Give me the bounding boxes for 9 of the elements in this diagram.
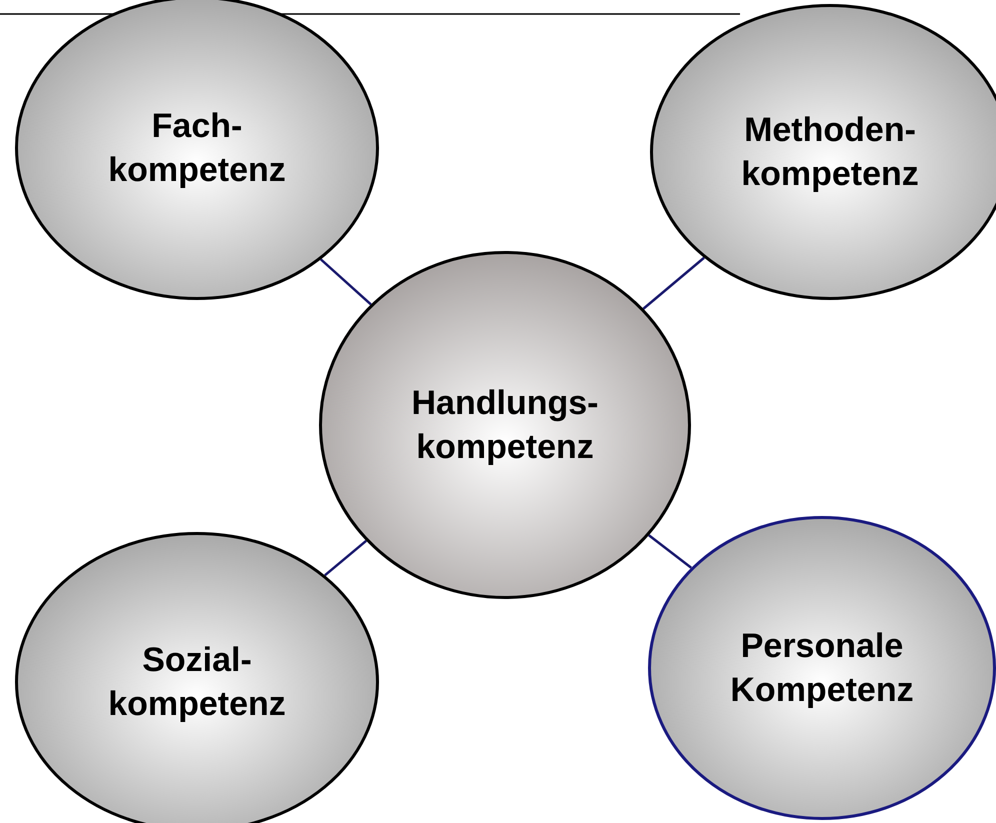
ellipse-label: Handlungs- kompetenz bbox=[410, 383, 600, 468]
ellipse-label: Personale Kompetenz bbox=[729, 626, 915, 711]
connector-line bbox=[320, 258, 372, 306]
ellipse-label: Sozial- kompetenz bbox=[107, 640, 287, 725]
connector-line bbox=[324, 540, 367, 576]
ellipse-label: Fach- kompetenz bbox=[107, 106, 287, 191]
connector-line bbox=[648, 534, 692, 569]
connector-line bbox=[642, 256, 705, 310]
ellipse-label: Methoden- kompetenz bbox=[740, 110, 920, 195]
